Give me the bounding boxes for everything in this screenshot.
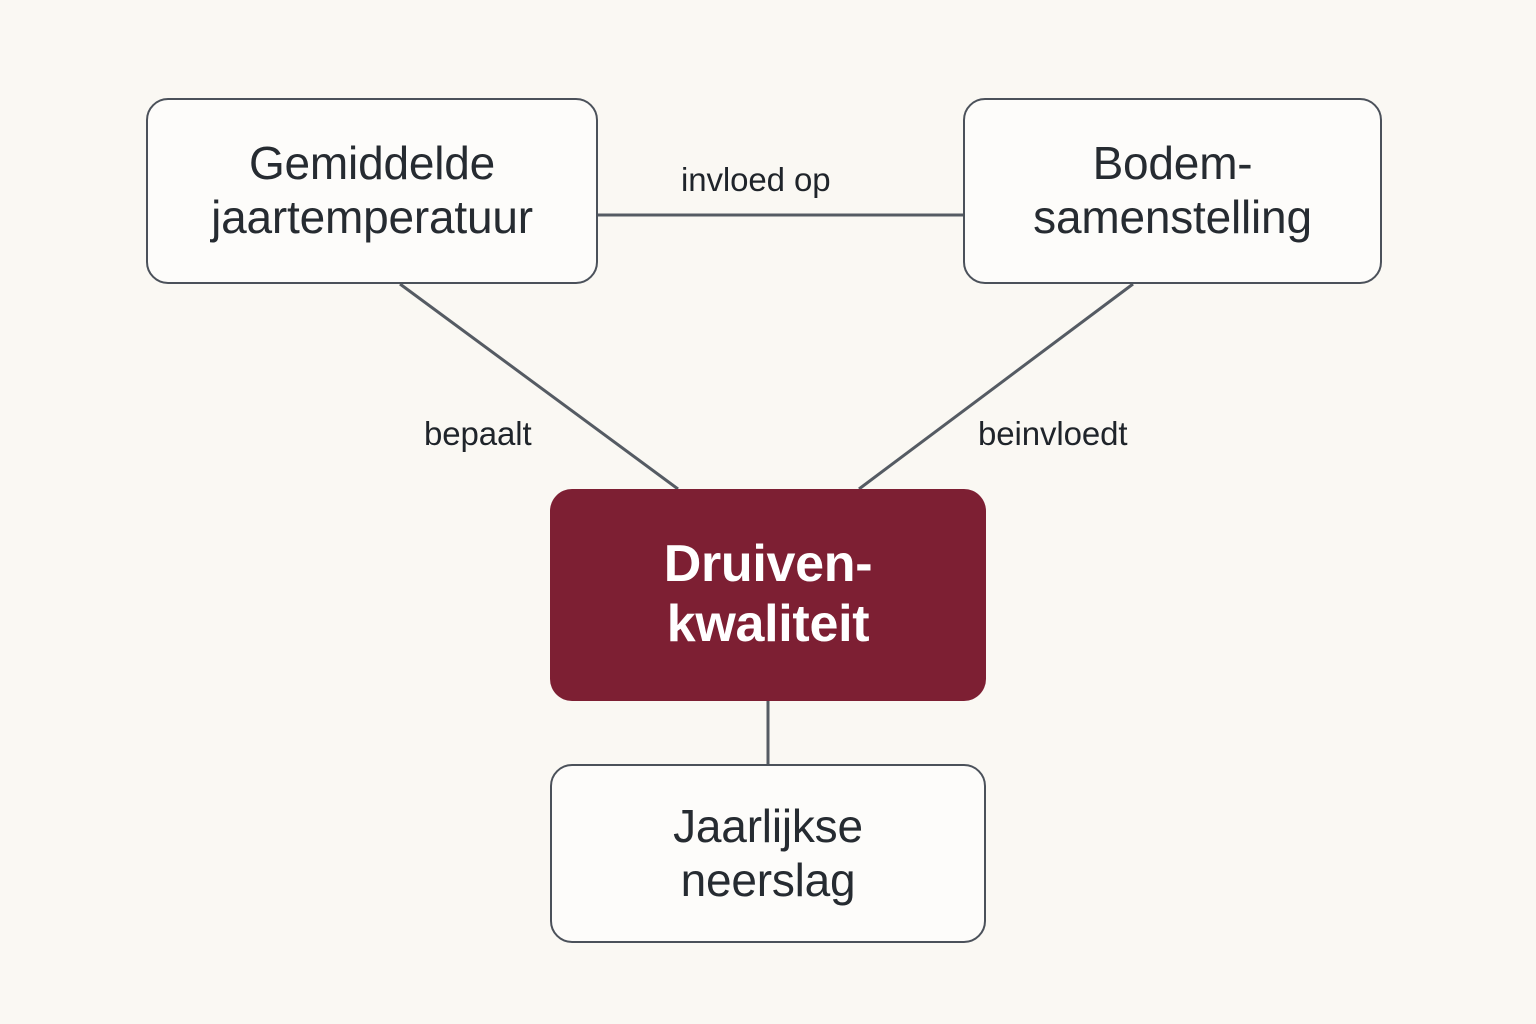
edge-label-temperature-quality: bepaalt — [424, 415, 532, 452]
node-label: Druiven- kwaliteit — [663, 535, 873, 653]
edge-soil-quality — [858, 282, 1134, 491]
edge-label-soil-quality: beinvloedt — [978, 415, 1128, 452]
node-bodemsamenstelling[interactable]: Bodem- samenstelling — [963, 98, 1382, 284]
node-label: Bodem- samenstelling — [1033, 137, 1312, 243]
node-gemiddelde-jaartemperatuur[interactable]: Gemiddelde jaartemperatuur — [146, 98, 598, 284]
edge-label-temperature-soil: invloed op — [681, 161, 831, 198]
node-druivenkwaliteit[interactable]: Druiven- kwaliteit — [550, 489, 986, 701]
edge-temperature-quality — [399, 282, 679, 491]
node-jaarlijkse-neerslag[interactable]: Jaarlijkse neerslag — [550, 764, 986, 943]
node-label: Gemiddelde jaartemperatuur — [211, 137, 533, 243]
node-label: Jaarlijkse neerslag — [673, 799, 863, 906]
